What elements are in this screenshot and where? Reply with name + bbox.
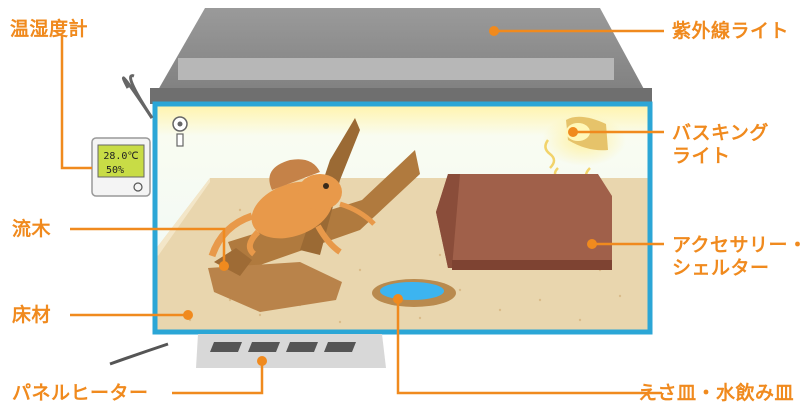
label-accessory-line2: シェルター <box>672 257 806 280</box>
label-food-water-dish: えさ皿・水飲み皿 <box>638 382 794 405</box>
leader-hygrometer <box>62 36 92 168</box>
label-accessory-shelter: アクセサリー・ シェルター <box>672 234 806 280</box>
label-hygrometer: 温湿度計 <box>10 18 88 41</box>
accessory-shelter <box>436 174 612 270</box>
water-dish <box>372 279 456 307</box>
panel-heater-unit <box>110 334 386 368</box>
label-driftwood: 流木 <box>12 218 51 241</box>
label-basking-light: バスキング ライト <box>672 122 769 168</box>
label-accessory-line1: アクセサリー・ <box>672 234 806 257</box>
hygrometer-device: 28.0℃ 50% <box>92 76 152 196</box>
hygrometer-humidity: 50% <box>106 165 124 176</box>
uv-light-hood <box>150 8 652 104</box>
label-basking-light-line1: バスキング <box>672 122 769 145</box>
hygrometer-temperature: 28.0℃ <box>103 151 138 162</box>
label-substrate: 床材 <box>12 304 51 327</box>
label-panel-heater: パネルヒーター <box>12 382 149 405</box>
label-uv-light: 紫外線ライト <box>672 20 789 43</box>
label-basking-light-line2: ライト <box>672 145 769 168</box>
